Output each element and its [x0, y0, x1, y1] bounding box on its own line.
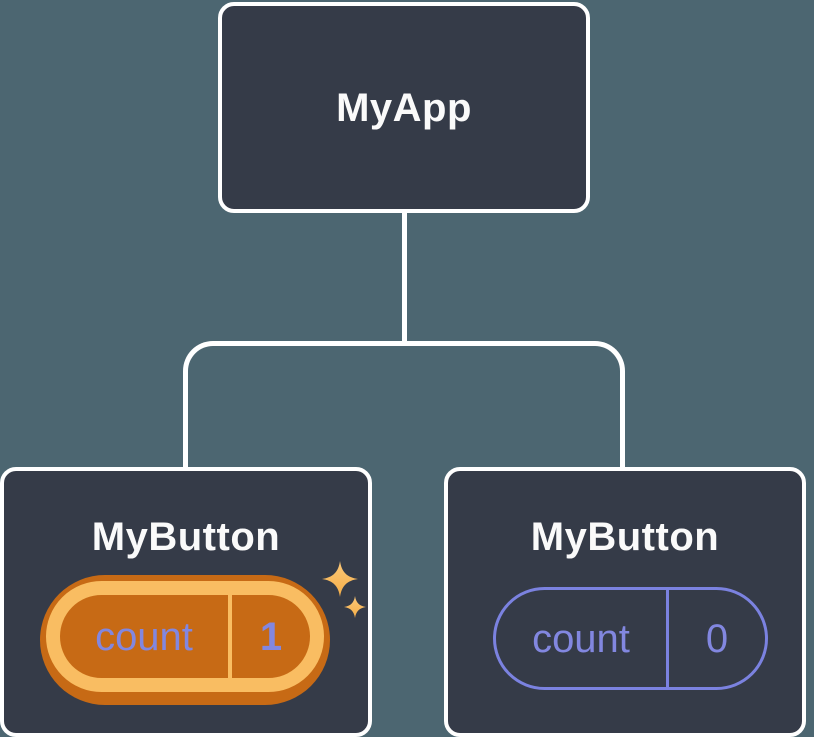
component-node-child-right: MyButton count 0 — [444, 467, 806, 737]
state-value: 0 — [705, 616, 729, 661]
state-value: 1 — [259, 614, 283, 659]
component-title: MyApp — [336, 85, 472, 130]
component-title: MyButton — [91, 515, 281, 559]
state-label: count — [496, 590, 669, 687]
component-node-child-left: MyButton count 1 — [0, 467, 372, 737]
state-label: count — [60, 595, 232, 678]
sparkles-icon — [322, 561, 366, 618]
tree-connector-branch — [183, 341, 625, 467]
state-pill: count 0 — [493, 587, 768, 690]
tree-connector-stem — [402, 211, 407, 343]
component-title: MyButton — [530, 515, 720, 559]
state-pill-highlighted: count 1 — [40, 575, 330, 705]
component-node-root: MyApp — [218, 2, 590, 213]
state-pill-inner: count 1 — [46, 581, 324, 692]
